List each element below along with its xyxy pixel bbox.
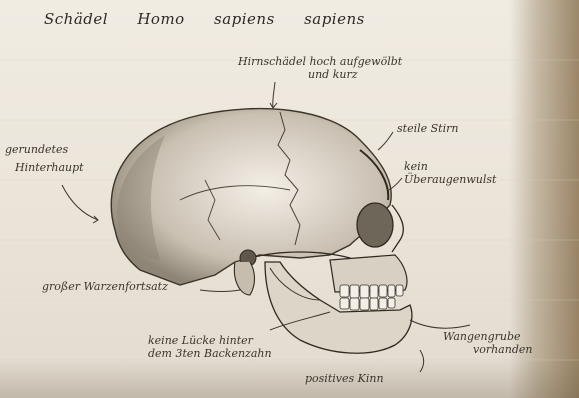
label-brain-case: Hirnschädel hoch aufgewölbt und kurz [238, 55, 402, 81]
page-title: Schädel Homo sapiens sapiens [44, 10, 389, 28]
lower-teeth [340, 298, 395, 310]
label-occiput-line1: gerundetes [5, 143, 84, 156]
title-word-3: sapiens [214, 10, 275, 28]
label-canine-fossa-line1: Wangengrube [443, 330, 532, 343]
label-no-brow-ridge: kein Überaugenwulst [404, 160, 496, 186]
label-chin: positives Kinn [305, 372, 384, 385]
label-tooth-gap: keine Lücke hinter dem 3ten Backenzahn [148, 334, 272, 360]
orbit [357, 203, 393, 247]
label-no-brow-line1: kein [404, 160, 496, 173]
label-tooth-gap-line2: dem 3ten Backenzahn [148, 347, 272, 360]
title-word-1: Schädel [44, 10, 108, 28]
label-forehead: steile Stirn [397, 122, 458, 135]
label-tooth-gap-line1: keine Lücke hinter [148, 334, 272, 347]
label-occiput: gerundetes Hinterhaupt [5, 143, 84, 174]
label-brain-case-line2: und kurz [238, 68, 402, 81]
label-canine-fossa-line2: vorhanden [443, 343, 532, 356]
title-word-4: sapiens [304, 10, 365, 28]
label-occiput-line2: Hinterhaupt [5, 161, 84, 174]
label-brain-case-line1: Hirnschädel hoch aufgewölbt [238, 55, 402, 68]
label-no-brow-line2: Überaugenwulst [404, 173, 496, 186]
title-word-2: Homo [137, 10, 184, 28]
label-canine-fossa: Wangengrube vorhanden [443, 330, 532, 356]
label-mastoid: großer Warzenfortsatz [42, 280, 168, 293]
nasal-bone [392, 205, 403, 252]
